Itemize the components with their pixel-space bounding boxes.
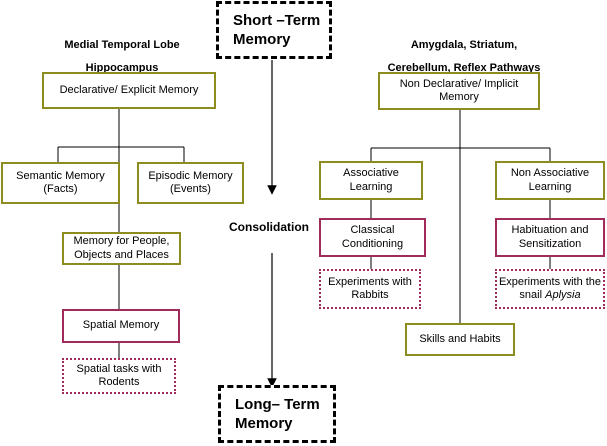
declarative-memory-box: Declarative/ Explicit Memory <box>42 72 216 109</box>
classical-conditioning-box: Classical Conditioning <box>319 218 426 257</box>
people-objects-places-label: Memory for People, Objects and Places <box>73 235 170 261</box>
short-term-memory-box: Short –Term Memory <box>216 1 332 59</box>
consolidation-label: Consolidation <box>229 220 309 234</box>
right-brain-region-line2: Cerebellum, Reflex Pathways <box>387 62 541 74</box>
semantic-memory-box: Semantic Memory (Facts) <box>1 162 120 204</box>
habituation-sensitization-label: Habituation and Sensitization <box>511 224 589 250</box>
people-objects-places-box: Memory for People, Objects and Places <box>62 232 181 265</box>
episodic-memory-label: Episodic Memory <box>148 169 233 182</box>
long-term-memory-box: Long– Term Memory <box>218 385 336 443</box>
non-declarative-memory-label: Non Declarative/ Implicit Memory <box>399 77 519 103</box>
short-term-memory-label: Short –Term Memory <box>233 12 321 48</box>
skills-habits-box: Skills and Habits <box>405 323 515 356</box>
habituation-sensitization-box: Habituation and Sensitization <box>495 218 605 257</box>
experiments-rabbits-box: Experiments with Rabbits <box>319 269 421 309</box>
experiments-rabbits-label: Experiments with Rabbits <box>328 275 412 301</box>
long-term-memory-label: Long– Term Memory <box>235 396 320 432</box>
semantic-memory-sublabel: (Facts) <box>43 183 78 195</box>
experiments-snail-box: Experiments with the snail Aplysia <box>495 269 605 309</box>
skills-habits-label: Skills and Habits <box>419 332 501 345</box>
experiments-snail-text: Experiments with the snail <box>498 275 602 301</box>
left-brain-region-heading: Medial Temporal Lobe Hippocampus <box>52 34 192 80</box>
episodic-memory-sublabel: (Events) <box>170 183 211 195</box>
spatial-memory-box: Spatial Memory <box>62 309 180 343</box>
non-declarative-memory-box: Non Declarative/ Implicit Memory <box>378 72 540 110</box>
associative-learning-box: Associative Learning <box>319 161 423 200</box>
non-associative-learning-box: Non Associative Learning <box>495 161 605 200</box>
spatial-tasks-rodents-box: Spatial tasks with Rodents <box>62 358 176 394</box>
declarative-memory-label: Declarative/ Explicit Memory <box>59 83 199 96</box>
experiments-snail-label: Experiments with the snail Aplysia <box>497 276 603 302</box>
associative-learning-label: Associative Learning <box>343 167 399 193</box>
spatial-tasks-rodents-label: Spatial tasks with Rodents <box>76 362 162 388</box>
episodic-memory-box: Episodic Memory (Events) <box>137 162 244 204</box>
classical-conditioning-label: Classical Conditioning <box>341 224 404 250</box>
spatial-memory-label: Spatial Memory <box>82 319 160 332</box>
right-brain-region-line1: Amygdala, Striatum, <box>410 39 518 51</box>
left-brain-region-line1: Medial Temporal Lobe <box>64 39 180 51</box>
right-brain-region-heading: Amygdala, Striatum, Cerebellum, Reflex P… <box>386 34 542 80</box>
aplysia-italic-label: Aplysia <box>545 289 581 301</box>
semantic-memory-label: Semantic Memory <box>16 169 105 182</box>
non-associative-learning-label: Non Associative Learning <box>510 167 590 193</box>
left-brain-region-line2: Hippocampus <box>85 62 159 74</box>
